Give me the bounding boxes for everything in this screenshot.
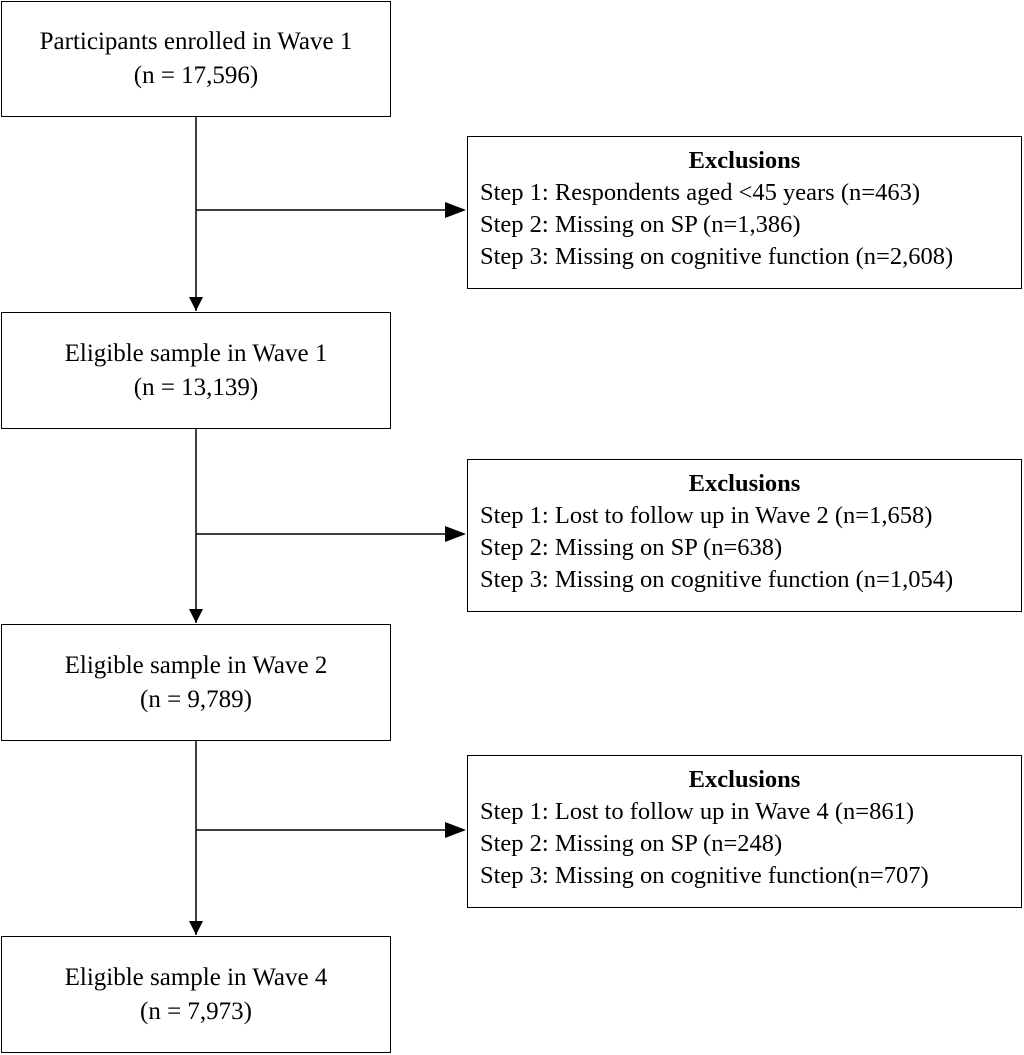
stage-box-eligible-wave1: Eligible sample in Wave 1 (n = 13,139) (1, 312, 391, 429)
exclusion-step-3: Step 3: Missing on cognitive function (n… (480, 566, 954, 593)
stage-box-eligible-wave4: Eligible sample in Wave 4 (n = 7,973) (1, 936, 391, 1053)
stage-label: Participants enrolled in Wave 1 (39, 28, 353, 55)
exclusion-title: Exclusions (688, 766, 801, 793)
stage-label: Eligible sample in Wave 4 (64, 963, 328, 991)
exclusion-box-1: Exclusions Step 1: Respondents aged <45 … (467, 136, 1022, 289)
exclusion-box-3: Exclusions Step 1: Lost to follow up in … (467, 755, 1022, 908)
exclusion-step-1: Step 1: Lost to follow up in Wave 4 (n=8… (480, 798, 914, 825)
exclusion-step-2: Step 2: Missing on SP (n=1,386) (480, 211, 801, 238)
branch-arrowhead-3 (445, 822, 466, 838)
branch-arrowhead-2 (445, 526, 466, 542)
exclusion-title: Exclusions (688, 147, 801, 174)
exclusion-step-3: Step 3: Missing on cognitive function (n… (480, 243, 954, 270)
stage-count: (n = 7,973) (140, 997, 252, 1025)
stage-count: (n = 13,139) (133, 373, 259, 401)
exclusion-step-2: Step 2: Missing on SP (n=638) (480, 534, 783, 561)
stage-label: Eligible sample in Wave 1 (64, 339, 328, 367)
stage-label: Eligible sample in Wave 2 (64, 651, 328, 679)
exclusion-title: Exclusions (688, 470, 801, 497)
stage-count: (n = 9,789) (140, 685, 252, 713)
exclusion-step-1: Step 1: Respondents aged <45 years (n=46… (480, 179, 920, 206)
exclusion-step-1: Step 1: Lost to follow up in Wave 2 (n=1… (480, 502, 933, 529)
stage-box-eligible-wave2: Eligible sample in Wave 2 (n = 9,789) (1, 624, 391, 741)
exclusion-box-2: Exclusions Step 1: Lost to follow up in … (467, 459, 1022, 612)
stage-count: (n = 17,596) (133, 62, 259, 89)
exclusion-step-2: Step 2: Missing on SP (n=248) (480, 830, 783, 857)
stage-box-enrolled-wave1: Participants enrolled in Wave 1 (n = 17,… (1, 1, 391, 117)
exclusion-step-3: Step 3: Missing on cognitive function(n=… (480, 862, 929, 889)
branch-arrowhead-1 (445, 202, 466, 218)
